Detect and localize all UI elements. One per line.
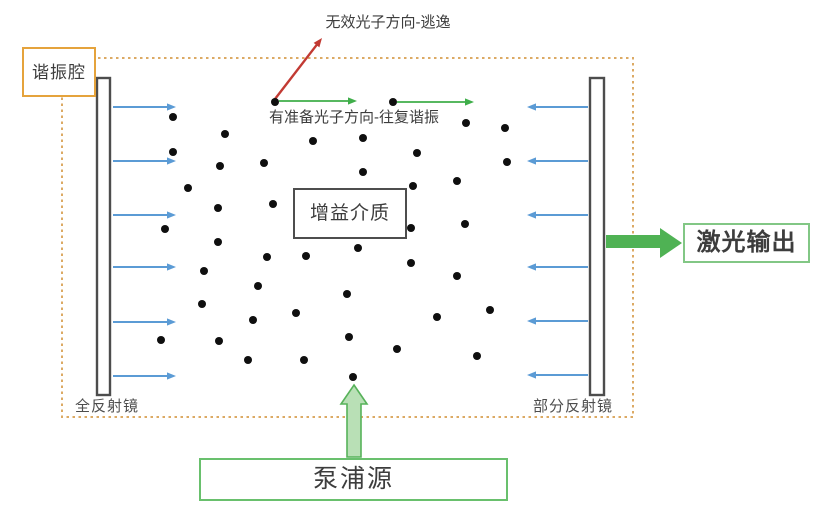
blue-left-arrow-head — [527, 263, 536, 271]
particle-dot — [200, 267, 208, 275]
particle-dot — [214, 204, 222, 212]
blue-right-arrow-head — [167, 157, 176, 165]
particle-dot — [271, 98, 279, 106]
pump-source-label: 泵浦源 — [312, 465, 394, 493]
particle-dot — [462, 119, 470, 127]
particle-dot — [309, 137, 317, 145]
particle-dot — [345, 333, 353, 341]
blue-left-arrow-head — [527, 211, 536, 219]
escape-red-arrow-shaft — [274, 42, 319, 100]
escaped-photon-label: 无效光子方向-逃逸 — [325, 14, 451, 31]
particle-dot — [292, 309, 300, 317]
particle-dot — [359, 134, 367, 142]
blue-left-arrow-head — [527, 157, 536, 165]
pump-source-box: 泵浦源 — [199, 458, 508, 501]
particle-dot — [161, 225, 169, 233]
particle-dot — [354, 244, 362, 252]
particle-dot — [433, 313, 441, 321]
particle-dot — [503, 158, 511, 166]
particle-dot — [302, 252, 310, 260]
particle-dot — [349, 373, 357, 381]
particle-dot — [157, 336, 165, 344]
particle-dot — [359, 168, 367, 176]
gain-medium-box: 增益介质 — [293, 188, 407, 239]
particle-dot — [221, 130, 229, 138]
particle-dot — [486, 306, 494, 314]
particle-dot — [169, 148, 177, 156]
particle-dot — [214, 238, 222, 246]
particle-dot — [254, 282, 262, 290]
partial-reflector-label: 部分反射镜 — [533, 398, 614, 415]
particle-dot — [263, 253, 271, 261]
particle-dot — [473, 352, 481, 360]
particle-dot — [389, 98, 397, 106]
particle-dot — [198, 300, 206, 308]
blue-right-arrow-head — [167, 318, 176, 326]
escape-red-arrow-head — [313, 38, 322, 48]
particle-dot — [260, 159, 268, 167]
particle-dot — [453, 177, 461, 185]
particle-dot — [413, 149, 421, 157]
particle-dot — [393, 345, 401, 353]
laser-output-label: 激光输出 — [696, 229, 797, 256]
blue-right-arrow-head — [167, 211, 176, 219]
particle-dot — [343, 290, 351, 298]
particle-dot — [300, 356, 308, 364]
laser-output-arrow — [606, 228, 682, 258]
particle-dot — [244, 356, 252, 364]
particle-dot — [409, 182, 417, 190]
blue-right-arrow-head — [167, 372, 176, 380]
total-reflector-label: 全反射镜 — [75, 398, 140, 415]
particle-dot — [269, 200, 277, 208]
gain-medium-label: 增益介质 — [309, 203, 390, 224]
blue-left-arrow-head — [527, 317, 536, 325]
particle-dot — [407, 224, 415, 232]
resonator-cavity-label: 谐振腔 — [32, 62, 86, 82]
blue-right-arrow-head — [167, 263, 176, 271]
blue-left-arrow-head — [527, 371, 536, 379]
particle-dot — [453, 272, 461, 280]
pump-up-arrow — [339, 383, 369, 458]
particle-dot — [501, 124, 509, 132]
resonator-cavity-label-box: 谐振腔 — [22, 47, 96, 97]
particle-dot — [407, 259, 415, 267]
blue-right-arrow-head — [167, 103, 176, 111]
resonance-green-arrow-head — [348, 97, 357, 105]
particle-dot — [249, 316, 257, 324]
particle-dot — [461, 220, 469, 228]
particle-dot — [215, 337, 223, 345]
total-reflector-mirror — [95, 76, 112, 397]
resonance-green-arrow-head — [465, 98, 474, 106]
prepared-photon-label: 有准备光子方向-往复谐振 — [269, 109, 439, 126]
partial-reflector-mirror — [588, 76, 606, 397]
particle-dot — [216, 162, 224, 170]
laser-output-box: 激光输出 — [683, 223, 810, 263]
blue-left-arrow-head — [527, 103, 536, 111]
particle-dot — [169, 113, 177, 121]
particle-dot — [184, 184, 192, 192]
